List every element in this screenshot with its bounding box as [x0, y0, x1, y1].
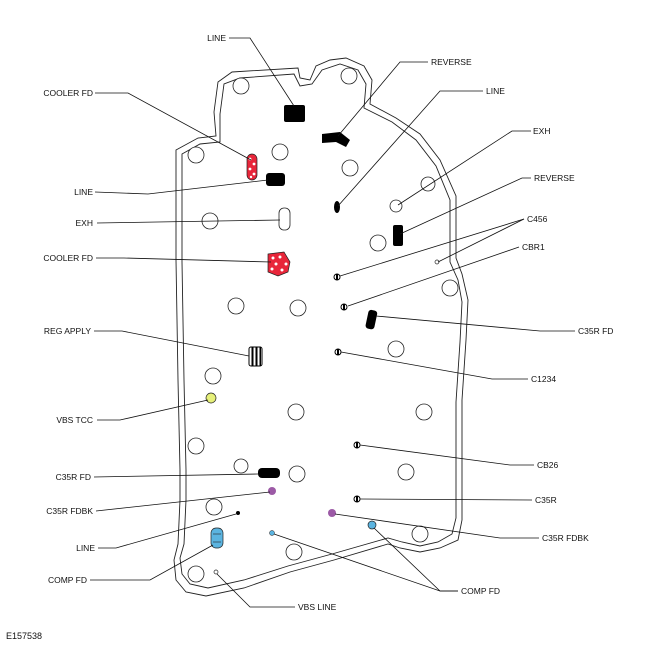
cooler-fd-port-top [246, 153, 258, 181]
bolt-hole [287, 403, 305, 421]
label-comp-fd-right: COMP FD [461, 586, 500, 596]
valve-body-outline [173, 57, 469, 597]
line-port-bottom [236, 511, 240, 515]
c35r-fdbk-port-left [268, 487, 276, 495]
c456-port-small [434, 259, 440, 265]
line-port-small [334, 201, 340, 213]
bolt-hole [340, 67, 358, 85]
line-port-left [266, 173, 285, 186]
label-c456: C456 [527, 214, 548, 224]
valve-body-inner-outline [179, 63, 463, 589]
label-exh-left: EXH [76, 218, 93, 228]
c35r-fd-port-right [365, 309, 378, 330]
label-line-right: LINE [486, 86, 505, 96]
label-reverse-top: REVERSE [431, 57, 472, 67]
line-port-top [284, 105, 305, 122]
bolt-hole [441, 279, 459, 297]
bolt-hole [411, 525, 429, 543]
label-vbs-tcc: VBS TCC [56, 415, 93, 425]
bolt-hole [397, 463, 415, 481]
label-line-left: LINE [74, 187, 93, 197]
label-c35r-fd-right: C35R FD [578, 326, 613, 336]
comp-fd-port-left [210, 527, 224, 549]
label-vbs-line: VBS LINE [298, 602, 337, 612]
comp-fd-port-small [269, 530, 275, 536]
label-cooler-fd-left: COOLER FD [43, 253, 93, 263]
check-ball-ports [333, 273, 361, 503]
bolt-hole [341, 159, 359, 177]
bolt-hole [233, 458, 249, 474]
exh-port-left [278, 207, 291, 231]
label-line-bottom: LINE [76, 543, 95, 553]
comp-fd-port-right [367, 520, 377, 530]
label-c35r-fdbk-right: C35R FDBK [542, 533, 589, 543]
label-cooler-fd-top: COOLER FD [43, 88, 93, 98]
bolt-hole [232, 77, 250, 95]
bolt-hole [415, 403, 433, 421]
label-cbr1: CBR1 [522, 242, 545, 252]
bolt-hole [271, 143, 289, 161]
bolt-hole [285, 543, 303, 561]
label-reg-apply: REG APPLY [44, 326, 91, 336]
label-c35r-fd-left: C35R FD [56, 472, 91, 482]
vbs-tcc-port [205, 392, 217, 404]
c35r-fdbk-port-right [328, 509, 336, 517]
bolt-hole [227, 297, 245, 315]
bolt-hole [205, 498, 223, 516]
bolt-hole [204, 367, 222, 385]
bolt-hole [288, 465, 306, 483]
label-c35r-fdbk-left: C35R FDBK [46, 506, 93, 516]
label-comp-fd-left: COMP FD [48, 575, 87, 585]
bolt-hole [187, 146, 205, 164]
vbs-line-port [213, 569, 219, 575]
label-exh-right: EXH [533, 126, 550, 136]
bolt-holes [187, 67, 459, 583]
reverse-port-right [393, 225, 403, 246]
bolt-hole [289, 299, 307, 317]
bolt-hole [387, 340, 405, 358]
ports [205, 105, 440, 575]
bolt-hole [187, 437, 205, 455]
label-c1234: C1234 [531, 374, 556, 384]
label-line-top: LINE [207, 33, 226, 43]
bolt-hole [389, 199, 403, 213]
cooler-fd-port-left [267, 251, 291, 277]
label-c35r: C35R [535, 495, 557, 505]
callout-labels: LINE REVERSE LINE COOLER FD EXH REVERSE … [43, 33, 613, 612]
reverse-port-top [322, 132, 350, 147]
bolt-hole [187, 565, 205, 583]
bolt-hole [369, 234, 387, 252]
reg-apply-port [248, 346, 263, 367]
figure-id: E157538 [6, 631, 42, 641]
c35r-fd-port-left [258, 468, 280, 478]
label-reverse-right: REVERSE [534, 173, 575, 183]
label-cb26: CB26 [537, 460, 559, 470]
leader-lines [90, 37, 575, 608]
